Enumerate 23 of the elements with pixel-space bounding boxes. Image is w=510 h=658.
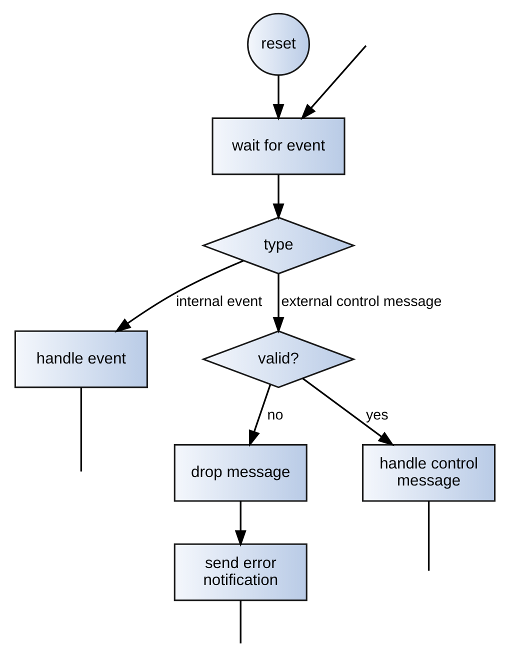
arrow [302,378,394,446]
node-circle: reset [247,12,310,76]
arrow [234,501,246,547]
arrow [248,384,272,447]
edge-label: external control message [281,294,442,310]
arrow [272,75,284,120]
connector [240,600,242,644]
arrow [272,174,284,220]
connector [428,501,430,571]
node-box: drop message [174,444,308,502]
node-diamond: type [201,216,356,274]
edge-label: internal event [176,294,262,310]
arrow [300,45,367,120]
connector [80,387,82,472]
node-box: handle control message [362,444,496,502]
node-box: handle event [14,330,148,388]
node-box: wait for event [212,117,346,176]
arrow [272,274,284,334]
node-diamond: valid? [201,330,356,388]
node-box: send error notification [174,543,308,602]
arrow [114,260,244,333]
edge-label: no [267,408,284,424]
edge-label: yes [366,408,388,424]
